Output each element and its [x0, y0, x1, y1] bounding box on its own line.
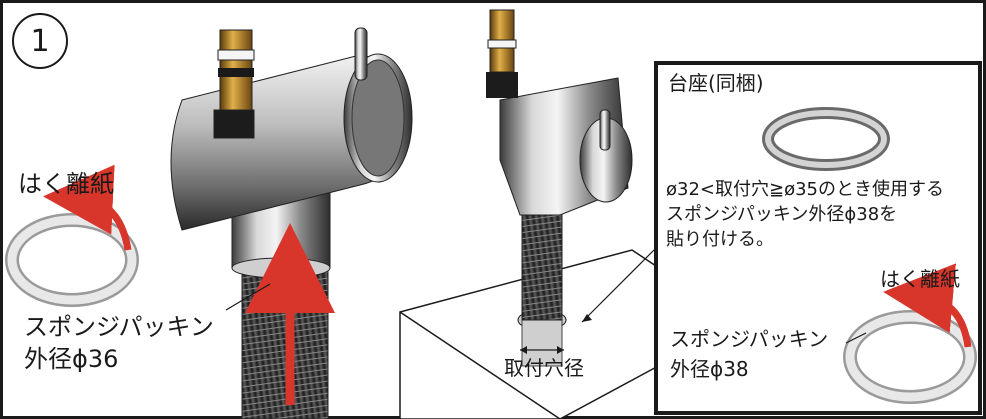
peel-paper-label-left: はく離紙 — [18, 170, 114, 198]
inset-instruction-line1: ø32<取付穴≧ø35のとき使用する — [666, 179, 944, 200]
base-seat-illustration — [762, 107, 977, 404]
sponge-packing-label-left-line1: スポンジパッキン — [24, 313, 214, 341]
hole-diameter-label: 取付穴径 — [504, 356, 584, 380]
peel-paper-label-inset: はく離紙 — [880, 267, 960, 291]
base-seat-label: 台座(同梱) — [668, 71, 764, 95]
inset-instruction-line3: 貼り付ける。 — [666, 229, 774, 250]
step-number-badge: 1 — [12, 13, 68, 69]
step-number: 1 — [30, 23, 50, 59]
sponge-packing-label-inset-line1: スポンジパッキン — [670, 327, 829, 351]
inset-box: 台座(同梱) ø32<取付穴≧ø35のとき使用する スポンジパッキン外径ϕ38を… — [654, 61, 982, 415]
sponge-packing-label-inset-line2: 外径ϕ38 — [670, 357, 749, 381]
inset-instruction-line2: スポンジパッキン外径ϕ38を — [666, 204, 898, 225]
sponge-packing-label-left-line2: 外径ϕ36 — [24, 345, 119, 373]
